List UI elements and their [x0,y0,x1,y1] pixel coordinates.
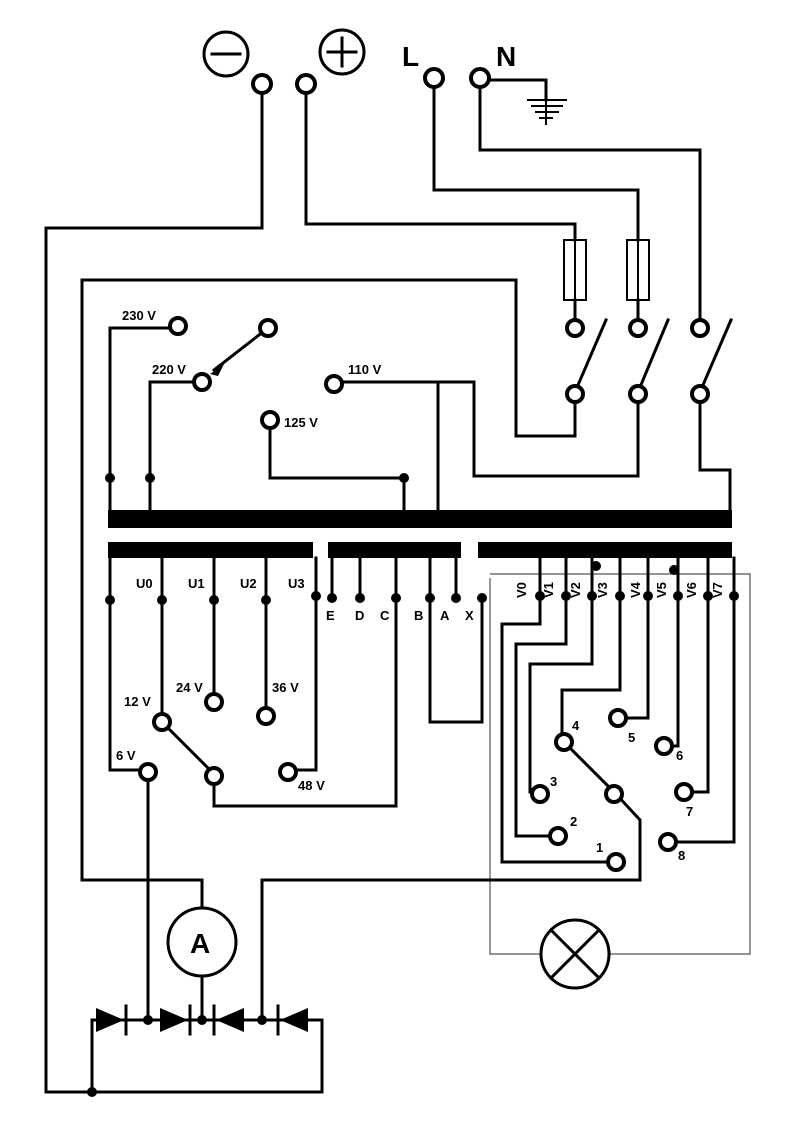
secondary-winding-bar-right [478,542,732,558]
secondary-winding-bar-left [108,542,313,558]
tap-v6-label: V6 [684,582,699,598]
switch-blade-2 [636,318,670,394]
tap-v4-label: V4 [628,581,643,598]
transformer-core [108,510,732,558]
tap-u1-label: U1 [188,576,205,591]
earth-ground-icon [527,99,567,125]
low-voltage-switch-blade [159,719,217,777]
tap-a-label: A [440,608,450,623]
diode-2 [160,1008,188,1032]
line-label: L [402,41,419,72]
tap-e-label: E [326,608,335,623]
lamp-tap-wiring [260,556,751,1022]
tap-v2-label: V2 [568,582,583,598]
lamp-selector-blade [561,739,617,795]
position-5-label: 5 [628,730,635,745]
plus-terminal-icon [318,28,366,76]
tap-220v-label: 220 V [152,362,186,377]
minus-terminal-icon [202,30,250,78]
tap-36v-label: 36 V [272,680,299,695]
tap-u3-label: U3 [288,576,305,591]
diode-bridge [87,972,324,1097]
ammeter-label: A [190,928,210,959]
tap-v5-label: V5 [654,582,669,598]
position-7-label: 7 [686,804,693,819]
switch-blade-1 [573,318,608,394]
tap-v7-label: V7 [710,582,725,598]
tap-24v-label: 24 V [176,680,203,695]
diode-4 [280,1008,308,1032]
diode-1 [96,1008,124,1032]
tap-12v-label: 12 V [124,694,151,709]
ammeter: A [166,906,238,978]
tap-u2-label: U2 [240,576,257,591]
tap-d-label: D [355,608,364,623]
tap-48v-label: 48 V [298,778,325,793]
secondary-winding-bar-middle [328,542,461,558]
tap-6v-label: 6 V [116,748,136,763]
tap-b-label: B [414,608,423,623]
position-2-label: 2 [570,814,577,829]
lamp-icon [539,918,611,990]
position-6-label: 6 [676,748,683,763]
middle-tap-wiring [327,556,487,724]
tap-v1-label: V1 [541,582,556,598]
tap-125v-label: 125 V [284,415,318,430]
tap-x-label: X [465,608,474,623]
low-voltage-wiring [105,556,398,1022]
diode-3 [216,1008,244,1032]
tap-230v-label: 230 V [122,308,156,323]
tap-u0-label: U0 [136,576,153,591]
lamp-tap-labels: V0 V1 V2 V3 V4 V5 V6 V7 [514,581,725,598]
position-3-label: 3 [550,774,557,789]
tap-c-label: C [380,608,390,623]
neutral-label: N [496,41,516,72]
switch-blade-3 [698,318,733,394]
position-1-label: 1 [596,840,603,855]
tap-v0-label: V0 [514,582,529,598]
terminals [138,67,710,872]
tap-v3-label: V3 [595,582,610,598]
primary-winding-bar [108,510,732,528]
primary-tap-wiring [105,325,440,514]
tap-110v-label: 110 V [348,362,382,377]
position-8-label: 8 [678,848,685,863]
position-4-label: 4 [572,718,580,733]
